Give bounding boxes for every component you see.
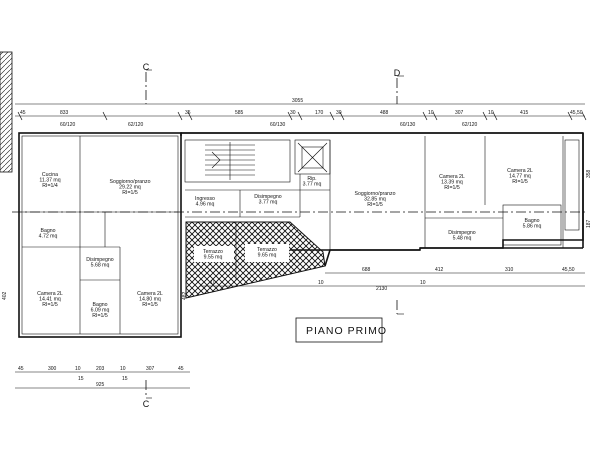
window-tag-0: 60/120 — [60, 122, 76, 128]
section-c-label-bottom: C — [143, 399, 150, 409]
window-tags: 60/120 62/120 60/130 60/130 62/120 — [60, 122, 478, 128]
dim-mid-small-1: 10 — [318, 280, 324, 286]
dim-bottom-total: 925 — [96, 382, 105, 388]
dim-bottom-5: 307 — [146, 366, 155, 372]
dim-mid-3: 45,50 — [562, 267, 575, 273]
neighbour-wall-hatch — [0, 51, 13, 173]
dim-top-0: 45 — [20, 110, 26, 116]
dim-bottom-4: 10 — [120, 366, 126, 372]
title-box — [295, 317, 383, 343]
bottom-dimension-lines — [15, 371, 190, 389]
staircase — [205, 142, 255, 180]
dim-top-4: 30 — [290, 110, 296, 116]
elevator-shaft — [297, 142, 328, 173]
window-tag-4: 62/120 — [462, 122, 478, 128]
dim-top-9: 307 — [455, 110, 464, 116]
window-tag-3: 60/130 — [400, 122, 416, 128]
dim-mid-total: 2130 — [376, 286, 387, 292]
mid-dimensions: 688 412 310 45,50 10 10 10 — [210, 267, 575, 286]
room-label-rip: Rip.3.77 mq — [303, 176, 322, 188]
section-d-bottom — [396, 300, 404, 315]
dim-mid-small-2: 10 — [420, 280, 426, 286]
dim-top-11: 415 — [520, 110, 529, 116]
terrace-label-bg-1 — [194, 246, 234, 262]
section-c-label-top: C — [143, 62, 150, 72]
dim-right-0: 358 — [586, 169, 592, 178]
section-c-bottom: C — [143, 380, 152, 409]
dim-top-6: 30 — [336, 110, 342, 116]
mid-dimension-lines — [200, 272, 585, 287]
section-d-label-top: D — [394, 68, 401, 78]
terrace-label-bg-2 — [245, 244, 289, 262]
dim-top-1: 833 — [60, 110, 69, 116]
dim-top-7: 488 — [380, 110, 389, 116]
dim-top-8: 10 — [428, 110, 434, 116]
dim-mid-0: 688 — [362, 267, 371, 273]
dim-bottom-0: 45 — [18, 366, 24, 372]
dim-mid-2: 310 — [505, 267, 514, 273]
window-tag-2: 60/130 — [270, 122, 286, 128]
dim-top-12: 45,50 — [570, 110, 583, 116]
dim-top-10: 10 — [488, 110, 494, 116]
dim-bottom-1: 300 — [48, 366, 57, 372]
building-walls — [18, 132, 584, 338]
window-tag-1: 62/120 — [128, 122, 144, 128]
dim-bottom-6: 45 — [178, 366, 184, 372]
dim-left-1: 482 — [182, 291, 188, 300]
dim-bottom-small-1: 15 — [122, 376, 128, 382]
dim-bottom-small-0: 15 — [78, 376, 84, 382]
section-c-top: C — [143, 62, 152, 104]
dim-top-2: 35 — [185, 110, 191, 116]
dim-left-0: 402 — [2, 291, 8, 300]
bottom-dimensions: 45 300 10 203 10 307 45 15 15 — [18, 366, 184, 382]
top-row-dimensions: 45 833 35 585 30 170 30 488 10 307 10 415 45,50 — [20, 110, 583, 116]
dim-bottom-2: 10 — [75, 366, 81, 372]
dim-top-5: 170 — [315, 110, 324, 116]
dim-top-3: 585 — [235, 110, 244, 116]
side-dimensions: 402 482 358 187 — [2, 169, 592, 300]
dim-right-1: 187 — [586, 219, 592, 228]
plan-title: PIANO PRIMO — [306, 325, 387, 337]
section-d-top: D — [394, 68, 404, 104]
top-dimension-lines — [15, 103, 587, 121]
dim-mid-small-0: 10 — [210, 280, 216, 286]
dim-top-total: 3055 — [292, 98, 303, 104]
dim-mid-1: 412 — [435, 267, 444, 273]
dim-bottom-3: 203 — [96, 366, 105, 372]
